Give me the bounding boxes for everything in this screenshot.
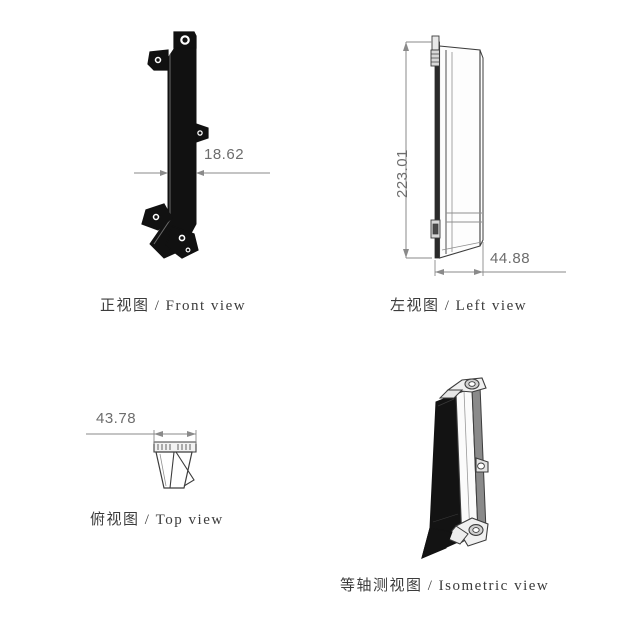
front-view-panel: 18.62 [120,28,280,268]
iso-top-bracket-wing [438,389,464,399]
top-dim-arrow-right [187,431,196,437]
iso-face-texture-1 [437,398,455,407]
front-lower-left-hole-inner [154,215,158,219]
left-view-caption: 左视图 / Left view [390,298,528,314]
isometric-geometry [421,377,489,559]
front-view-geometry [141,31,209,259]
top-flange-band [153,441,197,453]
front-body-solid [149,45,197,259]
left-view-geometry [430,35,484,259]
iso-bottom-bracket-hole [472,527,480,533]
front-view-caption: 正视图 / Front view [100,298,247,314]
iso-top-bracket-hole [468,381,476,387]
left-height-dimension [403,41,432,259]
left-height-arrow-bottom [403,249,409,258]
iso-middle-clip-hole [477,462,485,470]
top-view-panel: 43.78 [80,400,260,500]
isometric-view-drawing [421,377,489,559]
front-width-dimension-text: 18.62 [204,146,245,163]
left-height-arrow-top [403,42,409,51]
left-depth-arrow-right [474,269,483,275]
front-top-tab-hole-inner [182,37,188,43]
left-view-drawing [403,35,566,276]
front-dim-arrow-right [196,170,204,176]
front-dim-arrow-left [160,170,168,176]
top-width-dimension-text: 43.78 [96,410,137,427]
left-depth-dimension [434,242,566,276]
top-internal-wall [169,451,175,489]
top-view-caption: 俯视图 / Top view [90,512,224,528]
front-middle-clip-hole-inner [198,131,202,135]
left-height-dimension-text: 223.01 [394,149,411,198]
front-view-drawing [134,31,270,259]
isometric-view-caption: 等轴测视图 / Isometric view [340,578,550,594]
top-dim-arrow-left [154,431,163,437]
top-width-dimension [86,430,197,444]
left-depth-arrow-left [435,269,444,275]
iso-bottom-toe [421,527,453,559]
left-outer-sweep-edge [479,49,484,247]
left-bottom-tab-slot [432,223,439,235]
front-width-dimension [134,170,270,176]
left-bottom-edge-line [441,241,483,251]
iso-rail-crease [463,390,471,538]
front-bottom-hole2-inner [186,248,190,252]
top-left-inner-edge [159,453,167,487]
top-right-fin [175,451,195,487]
top-view-geometry [153,441,197,489]
top-view-drawing [86,430,197,489]
left-top-tab [431,35,440,51]
iso-face-texture-2 [432,513,459,523]
left-view-panel: 223.01 44.88 [380,28,580,278]
front-bottom-hole-inner [180,236,184,240]
top-body-taper [155,451,193,489]
front-upper-side-tab-hole-inner [156,58,160,62]
isometric-view-panel [400,372,540,562]
left-depth-dimension-text: 44.88 [490,250,531,267]
